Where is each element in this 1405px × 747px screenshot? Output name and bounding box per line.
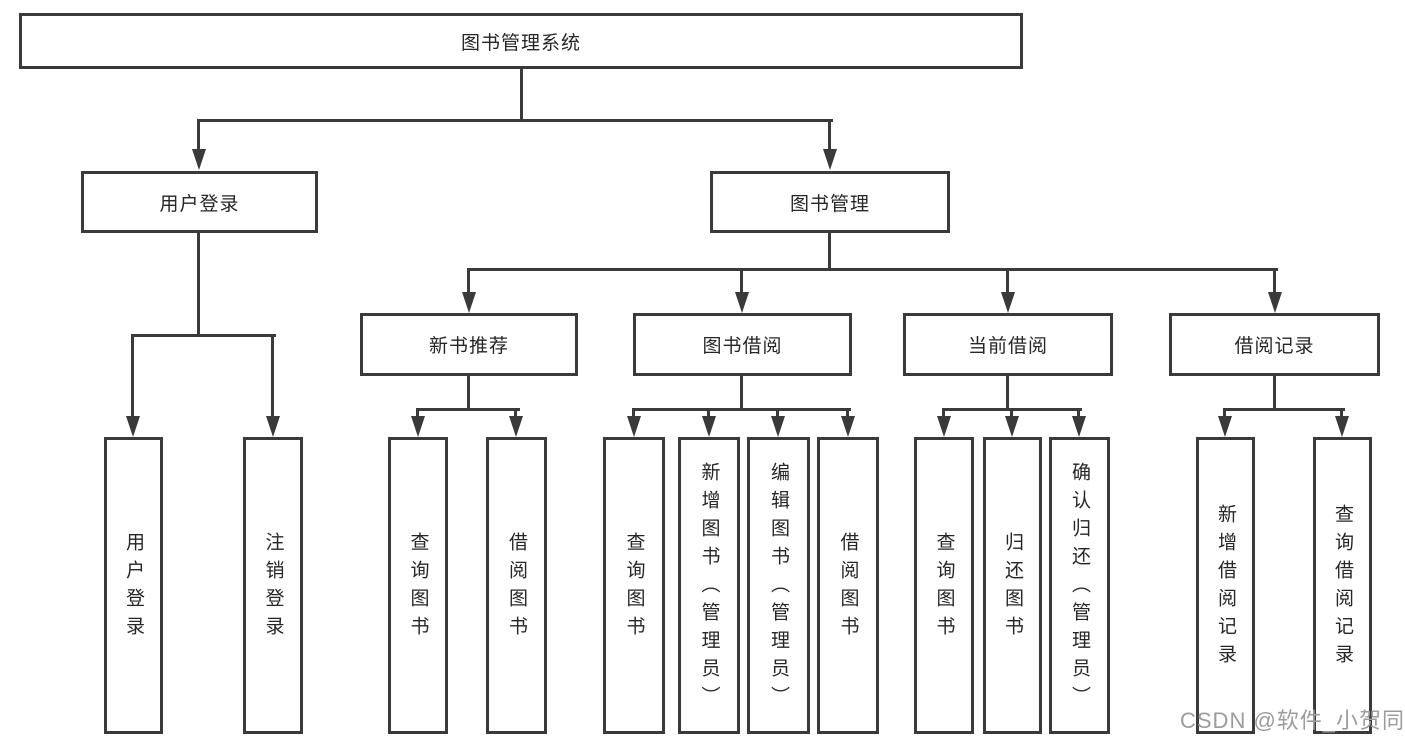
connector-line <box>467 376 470 409</box>
arrow-down-icon <box>1335 416 1349 437</box>
arrow-down-icon <box>509 416 523 437</box>
connector-line <box>514 408 517 418</box>
arrow-down-icon <box>937 416 951 437</box>
node-label: 用户登录 <box>123 531 144 644</box>
arrow-down-icon <box>192 149 206 170</box>
leaf-add-books-admin: 新增图书（管理员） <box>678 437 740 734</box>
csdn-watermark: CSDN @软件_小贺同学 <box>1180 708 1405 733</box>
arrow-down-icon <box>462 292 476 313</box>
arrow-down-icon <box>771 416 785 437</box>
connector-line <box>1006 268 1009 296</box>
connector-line <box>520 69 523 120</box>
node-label: 查询图书 <box>933 531 955 644</box>
connector-line <box>632 408 851 411</box>
connector-line <box>1273 268 1276 296</box>
node-book-management: 图书管理 <box>710 171 950 233</box>
connector-line <box>467 268 470 296</box>
leaf-add-borrow-record: 新增借阅记录 <box>1196 437 1255 734</box>
node-label: 确认归还（管理员） <box>1069 461 1090 714</box>
arrow-down-icon <box>735 292 749 313</box>
arrow-down-icon <box>823 149 837 170</box>
node-label: 借阅图书 <box>506 531 527 644</box>
node-label: 借阅记录 <box>1234 336 1315 357</box>
connector-line <box>131 334 276 337</box>
node-new-book-recommendation: 新书推荐 <box>360 313 578 376</box>
arrow-down-icon <box>627 416 641 437</box>
node-label: 图书管理 <box>789 193 870 215</box>
node-label: 编辑图书（管理员） <box>768 461 789 714</box>
leaf-borrow-books-borrowing: 借阅图书 <box>817 437 879 734</box>
node-label: 图书管理系统 <box>460 32 581 54</box>
connector-line <box>740 376 743 409</box>
connector-line <box>776 408 779 418</box>
arrow-down-icon <box>266 416 280 437</box>
node-label: 归还图书 <box>1002 531 1023 644</box>
arrow-down-icon <box>1268 292 1282 313</box>
leaf-query-borrow-record: 查询借阅记录 <box>1313 437 1372 734</box>
node-label: 注销登录 <box>262 531 284 644</box>
arrow-down-icon <box>1218 416 1232 437</box>
connector-line <box>131 334 134 420</box>
node-label: 当前借阅 <box>967 336 1048 357</box>
arrow-down-icon <box>126 416 140 437</box>
connector-line <box>1223 408 1226 418</box>
node-label: 借阅图书 <box>837 531 859 644</box>
node-library-management-system: 图书管理系统 <box>19 13 1023 69</box>
connector-line <box>467 268 1278 271</box>
node-label: 新增借阅记录 <box>1215 503 1236 672</box>
connector-line <box>416 408 520 411</box>
node-label: 图书借阅 <box>702 336 783 357</box>
connector-line <box>1006 376 1009 409</box>
arrow-down-icon <box>841 416 855 437</box>
leaf-query-books-current: 查询图书 <box>914 437 974 734</box>
leaf-user-login: 用户登录 <box>104 437 163 734</box>
leaf-edit-books-admin: 编辑图书（管理员） <box>747 437 810 734</box>
connector-line <box>846 408 849 418</box>
node-label: 新书推荐 <box>428 336 509 357</box>
connector-line <box>1340 408 1343 418</box>
connector-line <box>828 233 831 271</box>
arrow-down-icon <box>702 416 716 437</box>
arrow-down-icon <box>1005 416 1019 437</box>
arrow-down-icon <box>411 416 425 437</box>
connector-line <box>271 334 274 420</box>
connector-line <box>1273 376 1276 409</box>
leaf-return-books: 归还图书 <box>983 437 1042 734</box>
node-borrowing-records: 借阅记录 <box>1169 313 1380 376</box>
leaf-query-books-borrowing: 查询图书 <box>603 437 665 734</box>
connector-line <box>828 119 831 152</box>
node-label: 查询借阅记录 <box>1332 503 1353 672</box>
leaf-borrow-books-recommend: 借阅图书 <box>486 437 547 734</box>
connector-line <box>197 233 200 335</box>
connector-line <box>942 408 945 418</box>
node-label: 查询图书 <box>407 531 429 644</box>
leaf-logout: 注销登录 <box>243 437 303 734</box>
node-label: 新增图书（管理员） <box>698 461 720 714</box>
node-book-borrowing: 图书借阅 <box>633 313 852 376</box>
arrow-down-icon <box>1001 292 1015 313</box>
connector-line <box>197 119 833 122</box>
node-label: 用户登录 <box>159 193 240 215</box>
node-label: 查询图书 <box>623 531 645 644</box>
connector-line <box>1010 408 1013 418</box>
connector-line <box>416 408 419 418</box>
node-user-login: 用户登录 <box>81 171 318 233</box>
connector-line <box>707 408 710 418</box>
connector-line <box>1223 408 1345 411</box>
connector-line <box>1077 408 1080 418</box>
connector-line <box>632 408 635 418</box>
arrow-down-icon <box>1072 416 1086 437</box>
connector-line <box>740 268 743 296</box>
leaf-query-books-recommend: 查询图书 <box>388 437 448 734</box>
node-current-borrowing: 当前借阅 <box>903 313 1113 376</box>
leaf-confirm-return-admin: 确认归还（管理员） <box>1049 437 1110 734</box>
connector-line <box>197 119 200 152</box>
